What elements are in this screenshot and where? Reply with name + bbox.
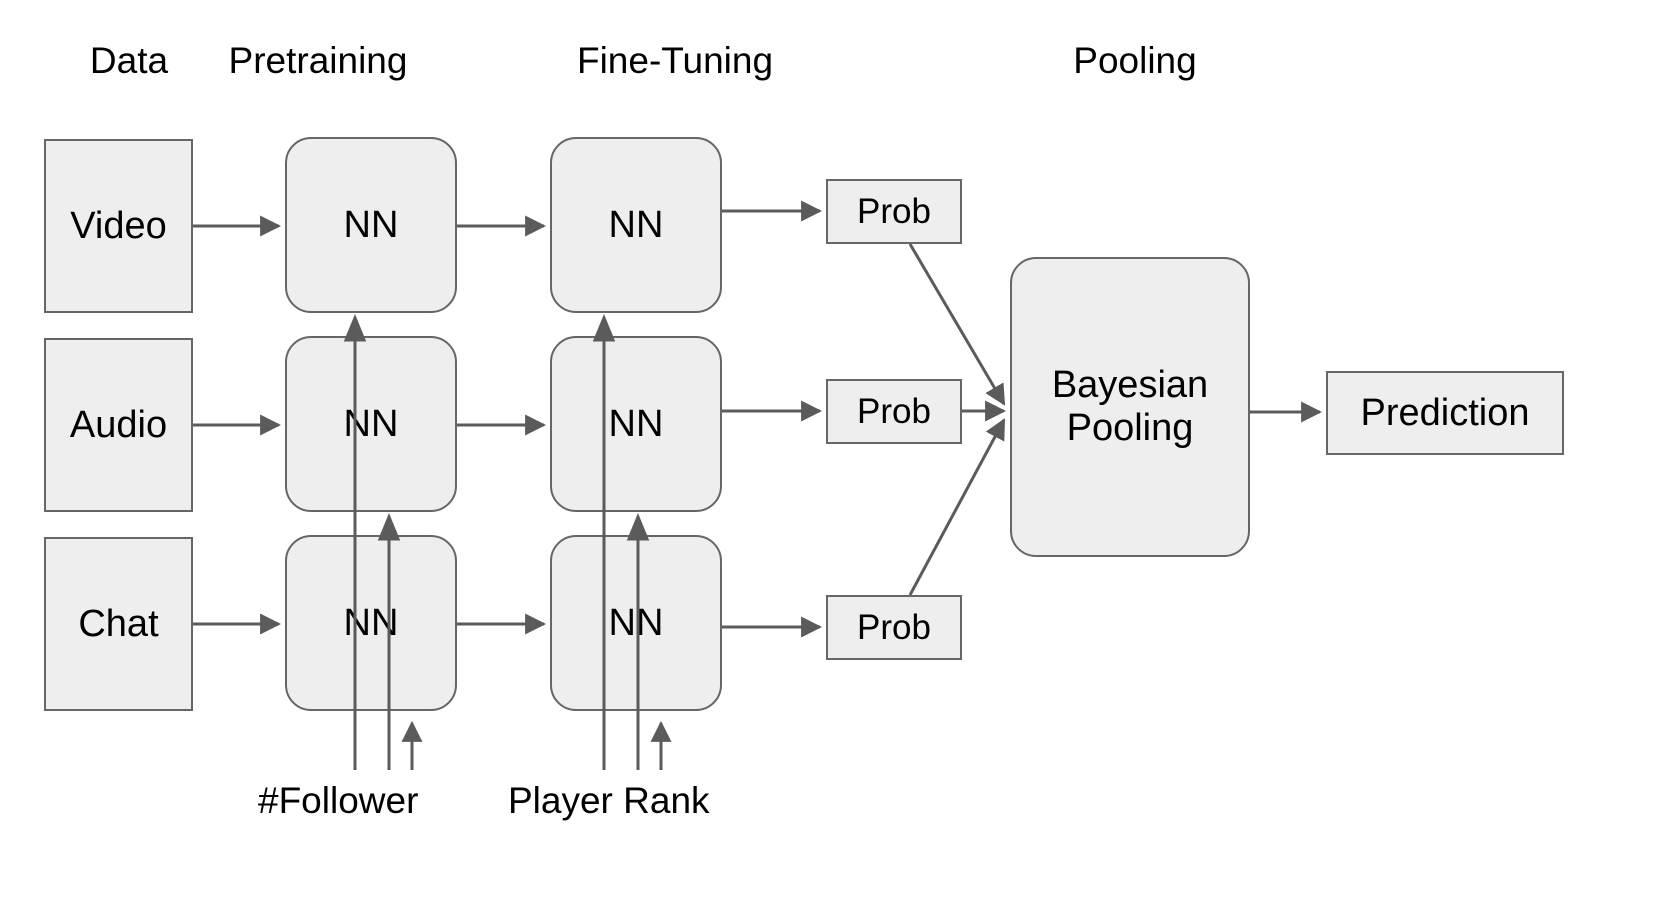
pretraining-node-2: NN [285,336,457,512]
column-header-data: Data [89,40,169,81]
data-node-audio: Audio [44,338,193,512]
pretraining-node-3: NN [285,535,457,711]
column-header-fine-tuning: Fine-Tuning [576,40,774,81]
prob-node-3: Prob [826,595,962,660]
finetuning-node-3: NN [550,535,722,711]
data-node-chat: Chat [44,537,193,711]
column-header-pooling: Pooling [1073,40,1197,81]
side-input-label-follower: #Follower [258,780,419,821]
pooling-node-bayesian: Bayesian Pooling [1010,257,1250,557]
column-header-pretraining: Pretraining [228,40,408,81]
pooling-node-line2: Pooling [1066,407,1194,449]
data-node-video: Video [44,139,193,313]
output-node-prediction: Prediction [1326,371,1564,455]
finetuning-node-2: NN [550,336,722,512]
prob-node-2: Prob [826,379,962,444]
pretraining-node-1: NN [285,137,457,313]
prob-node-1: Prob [826,179,962,244]
pooling-node-line1: Bayesian [1051,364,1209,407]
finetuning-node-1: NN [550,137,722,313]
side-input-label-player-rank: Player Rank [508,780,710,821]
edge-prob3-to-pooling [908,418,1006,596]
